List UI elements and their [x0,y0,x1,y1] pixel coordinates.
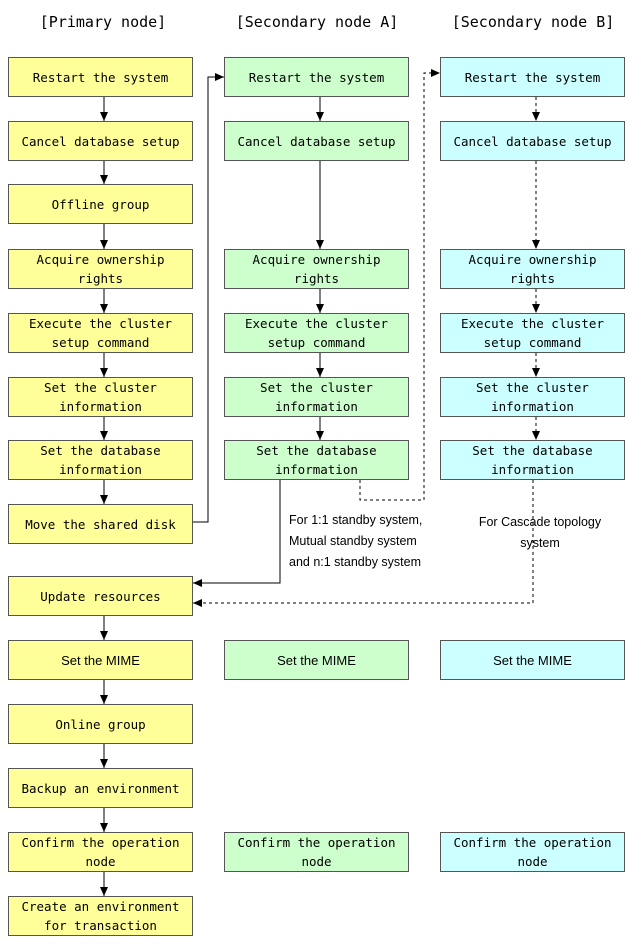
primary-backup-an-environment: Backup an environment [8,768,193,808]
primary-set-database-information: Set the database information [8,440,193,480]
arrow-secondary-b-to-update-resources [193,480,534,607]
primary-cancel-database-setup: Cancel database setup [8,121,193,161]
secondary-b-execute-cluster-setup: Execute the cluster setup command [440,313,625,353]
secondary-b-confirm-operation-node: Confirm the operation node [440,832,625,872]
header-secondary-node-b: [Secondary node B] [451,13,615,31]
secondary-a-execute-cluster-setup: Execute the cluster setup command [224,313,409,353]
primary-create-environment-for-transaction: Create an environment for transaction [8,896,193,936]
primary-move-the-shared-disk: Move the shared disk [8,504,193,544]
secondary-a-set-the-mime: Set the MIME [224,640,409,680]
secondary-b-cancel-database-setup: Cancel database setup [440,121,625,161]
secondary-a-set-cluster-information: Set the cluster information [224,377,409,417]
secondary-a-restart-the-system: Restart the system [224,57,409,97]
arrow-secondary-a-to-secondary-b [359,69,440,501]
primary-execute-cluster-setup: Execute the cluster setup command [8,313,193,353]
primary-confirm-operation-node: Confirm the operation node [8,832,193,872]
primary-restart-the-system: Restart the system [8,57,193,97]
primary-acquire-ownership-rights: Acquire ownership rights [8,249,193,289]
primary-set-cluster-information: Set the cluster information [8,377,193,417]
note-standby-systems: For 1:1 standby system, Mutual standby s… [289,513,423,569]
secondary-b-restart-the-system: Restart the system [440,57,625,97]
header-secondary-node-a: [Secondary node A] [235,13,399,31]
secondary-a-set-database-information: Set the database information [224,440,409,480]
arrow-move-disk-to-secondary-a [193,73,224,523]
primary-offline-group: Offline group [8,184,193,224]
arrow-secondary-a-to-update-resources [193,480,281,587]
secondary-b-acquire-ownership-rights: Acquire ownership rights [440,249,625,289]
secondary-b-set-the-mime: Set the MIME [440,640,625,680]
secondary-b-set-cluster-information: Set the cluster information [440,377,625,417]
secondary-a-confirm-operation-node: Confirm the operation node [224,832,409,872]
secondary-a-cancel-database-setup: Cancel database setup [224,121,409,161]
primary-set-the-mime: Set the MIME [8,640,193,680]
primary-online-group: Online group [8,704,193,744]
primary-update-resources: Update resources [8,576,193,616]
note-cascade-topology: For Cascade topology system [478,515,602,550]
secondary-a-acquire-ownership-rights: Acquire ownership rights [224,249,409,289]
header-primary-node: [Primary node] [39,13,167,31]
secondary-b-set-database-information: Set the database information [440,440,625,480]
